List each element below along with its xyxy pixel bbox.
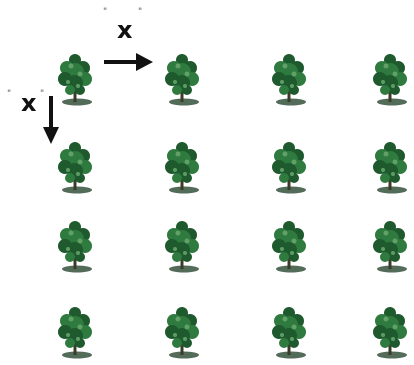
- tree-grid: [58, 54, 407, 359]
- down-arrow-icon: [43, 96, 59, 144]
- tree-icon: [373, 142, 407, 194]
- horizontal-spacing-label: x: [117, 16, 133, 44]
- tree-icon: [165, 307, 199, 359]
- vertical-spacing-close-quote: ": [40, 89, 44, 99]
- tree-icon: [272, 54, 306, 106]
- tree-icon: [373, 307, 407, 359]
- tree-icon: [58, 221, 92, 273]
- right-arrow-icon: [104, 53, 153, 71]
- tree-icon: [58, 54, 92, 106]
- tree-icon: [373, 221, 407, 273]
- horizontal-spacing-open-quote: ": [103, 7, 107, 17]
- tree-icon: [165, 142, 199, 194]
- vertical-spacing-label: x: [21, 89, 37, 117]
- horizontal-spacing-close-quote: ": [138, 7, 142, 17]
- tree-icon: [272, 142, 306, 194]
- tree-icon: [58, 307, 92, 359]
- tree-icon: [373, 54, 407, 106]
- tree-icon: [165, 54, 199, 106]
- vertical-spacing-indicator: " x ": [7, 89, 59, 144]
- tree-icon: [58, 142, 92, 194]
- tree-icon: [272, 307, 306, 359]
- vertical-spacing-open-quote: ": [7, 89, 11, 99]
- tree-icon: [272, 221, 306, 273]
- tree-icon: [165, 221, 199, 273]
- horizontal-spacing-indicator: " x ": [103, 7, 153, 71]
